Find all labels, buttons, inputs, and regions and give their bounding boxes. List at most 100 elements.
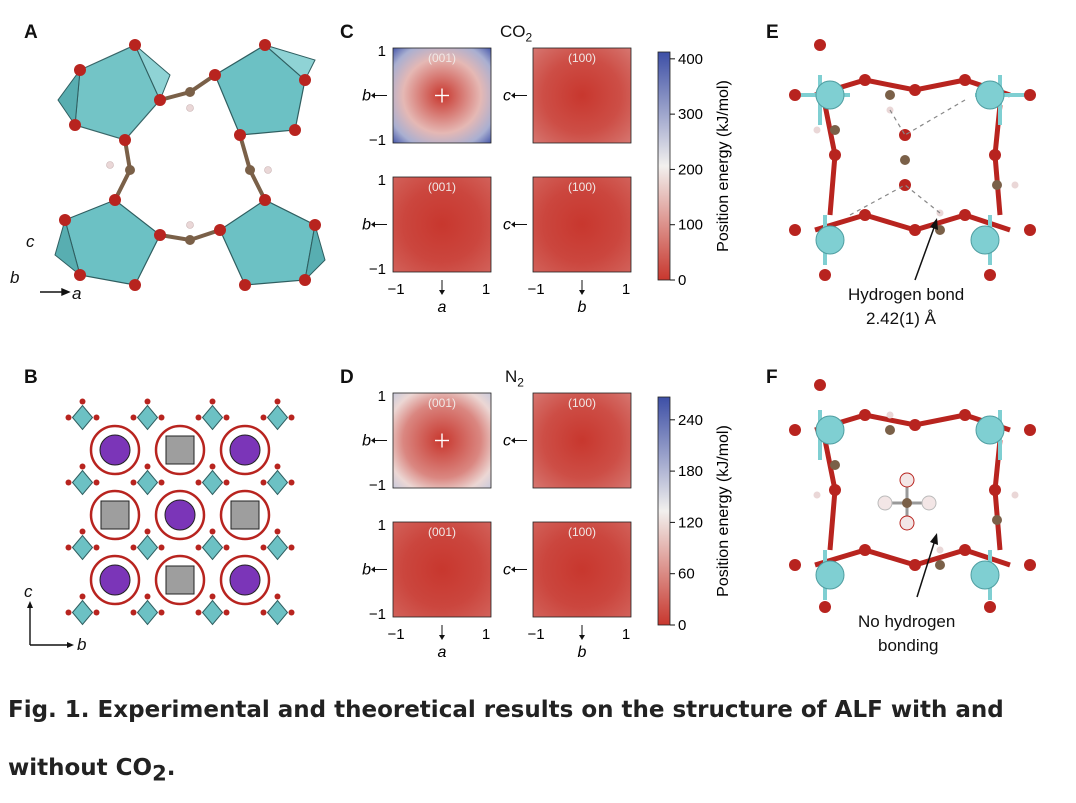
axis-label-b-a: b: [10, 268, 20, 287]
colorbar-tick-label: 240: [678, 412, 703, 429]
tick-label: 1: [378, 172, 386, 189]
lattice-oxygen: [195, 414, 202, 421]
lattice-oxygen: [274, 398, 281, 405]
lattice-oxygen: [274, 528, 281, 535]
colorbar-label: Position energy (kJ/mol): [715, 425, 732, 597]
n2-molecule: [877, 472, 937, 531]
lattice-oxygen: [288, 544, 295, 551]
lattice-oxygen: [79, 463, 86, 470]
tick-label: −1: [387, 281, 404, 298]
pore-ring: [89, 554, 141, 606]
tick-label: −1: [387, 626, 404, 643]
hydrogen-atoms: [106, 104, 272, 229]
panel-label-b: B: [24, 367, 38, 388]
heatmap-tag: (100): [568, 525, 596, 539]
heatmap-ylabel: c: [503, 562, 511, 579]
colorbar-tick-label: 100: [678, 217, 703, 234]
heatmap-cell: [532, 176, 632, 273]
oxygen-atoms: [59, 39, 321, 291]
polyhedron-bottom-right: [219, 199, 326, 286]
lattice-oxygen: [144, 528, 151, 535]
annotation-arrow-e: [914, 218, 938, 281]
annotation-f-line1: No hydrogen: [858, 612, 956, 631]
panel-label-e: E: [766, 22, 779, 43]
heatmap-tag: (001): [428, 396, 456, 410]
aluminum-atoms-f: [815, 415, 1005, 590]
tick-label: −1: [369, 606, 386, 623]
lattice-node: [71, 534, 94, 561]
aluminum-atoms: [815, 80, 1005, 255]
pore-gray: [100, 500, 130, 530]
lattice-oxygen: [223, 414, 230, 421]
lattice-oxygen: [260, 609, 267, 616]
heatmap-tag: (001): [428, 525, 456, 539]
lattice-oxygen: [274, 593, 281, 600]
ylabel-arrowhead: [371, 92, 375, 99]
lattice-oxygen: [144, 463, 151, 470]
lattice-oxygen: [260, 479, 267, 486]
xlabel-arrowhead: [579, 635, 585, 640]
heatmap-ylabel: c: [503, 433, 511, 450]
lattice-oxygen: [65, 609, 72, 616]
polyhedron-top-left: [57, 44, 171, 141]
colorbar: [657, 51, 671, 281]
panel-c-title: CO2: [500, 22, 533, 45]
heatmap-tag: (100): [568, 180, 596, 194]
panel-label-a: A: [24, 22, 38, 43]
lattice-node: [266, 534, 289, 561]
hydrogen-bond-lines: [849, 99, 966, 216]
pore-ring: [219, 489, 271, 541]
heatmap-xlabel: b: [578, 644, 587, 661]
caption-line-2: without CO2.: [8, 755, 176, 786]
lattice-oxygen: [130, 414, 137, 421]
lattice-oxygen: [158, 414, 165, 421]
lattice-oxygen: [260, 414, 267, 421]
lattice-oxygen: [158, 479, 165, 486]
pore-ring: [154, 489, 206, 541]
heatmap-tag: (100): [568, 51, 596, 65]
heatmap-tag: (001): [428, 180, 456, 194]
tick-label: 1: [378, 517, 386, 534]
lattice-oxygen: [288, 414, 295, 421]
lattice-oxygen: [209, 398, 216, 405]
ylabel-arrowhead: [511, 437, 515, 444]
lattice-oxygen: [93, 544, 100, 551]
colorbar-tick-label: 0: [678, 617, 686, 634]
pore-purple: [99, 434, 131, 466]
lattice-oxygen: [288, 609, 295, 616]
colorbar: [657, 396, 671, 626]
lattice-oxygen: [223, 609, 230, 616]
tick-label: 1: [378, 388, 386, 405]
heatmap-ylabel: b: [362, 217, 371, 234]
lattice-oxygen: [195, 544, 202, 551]
annotation-arrow-f: [916, 533, 938, 598]
lattice-node: [136, 469, 159, 496]
lattice-oxygen: [93, 479, 100, 486]
pore-gray: [165, 435, 195, 465]
heatmap-ylabel: b: [362, 88, 371, 105]
polyhedron-top-right: [214, 44, 316, 136]
pore-gray: [165, 565, 195, 595]
lattice-node: [266, 599, 289, 626]
lattice-node: [201, 469, 224, 496]
heatmap-ylabel: c: [503, 217, 511, 234]
tick-label: 1: [482, 626, 490, 643]
pore-gray: [230, 500, 260, 530]
ylabel-arrowhead: [371, 437, 375, 444]
lattice-oxygen: [209, 528, 216, 535]
lattice-oxygen: [79, 593, 86, 600]
lattice-oxygen: [209, 593, 216, 600]
colorbar-tick-label: 60: [678, 566, 695, 583]
heatmap-xlabel: b: [578, 299, 587, 316]
colorbar-tick-label: 120: [678, 514, 703, 531]
lattice-oxygen: [79, 398, 86, 405]
annotation-e-line1: Hydrogen bond: [848, 285, 965, 304]
ylabel-arrowhead: [511, 92, 515, 99]
ylabel-arrowhead: [371, 566, 375, 573]
carbon-atoms: [125, 87, 255, 245]
tick-label: −1: [369, 477, 386, 494]
panel-d-title: N2: [505, 367, 524, 390]
lattice-node: [136, 534, 159, 561]
heatmap-xlabel: a: [438, 299, 447, 316]
